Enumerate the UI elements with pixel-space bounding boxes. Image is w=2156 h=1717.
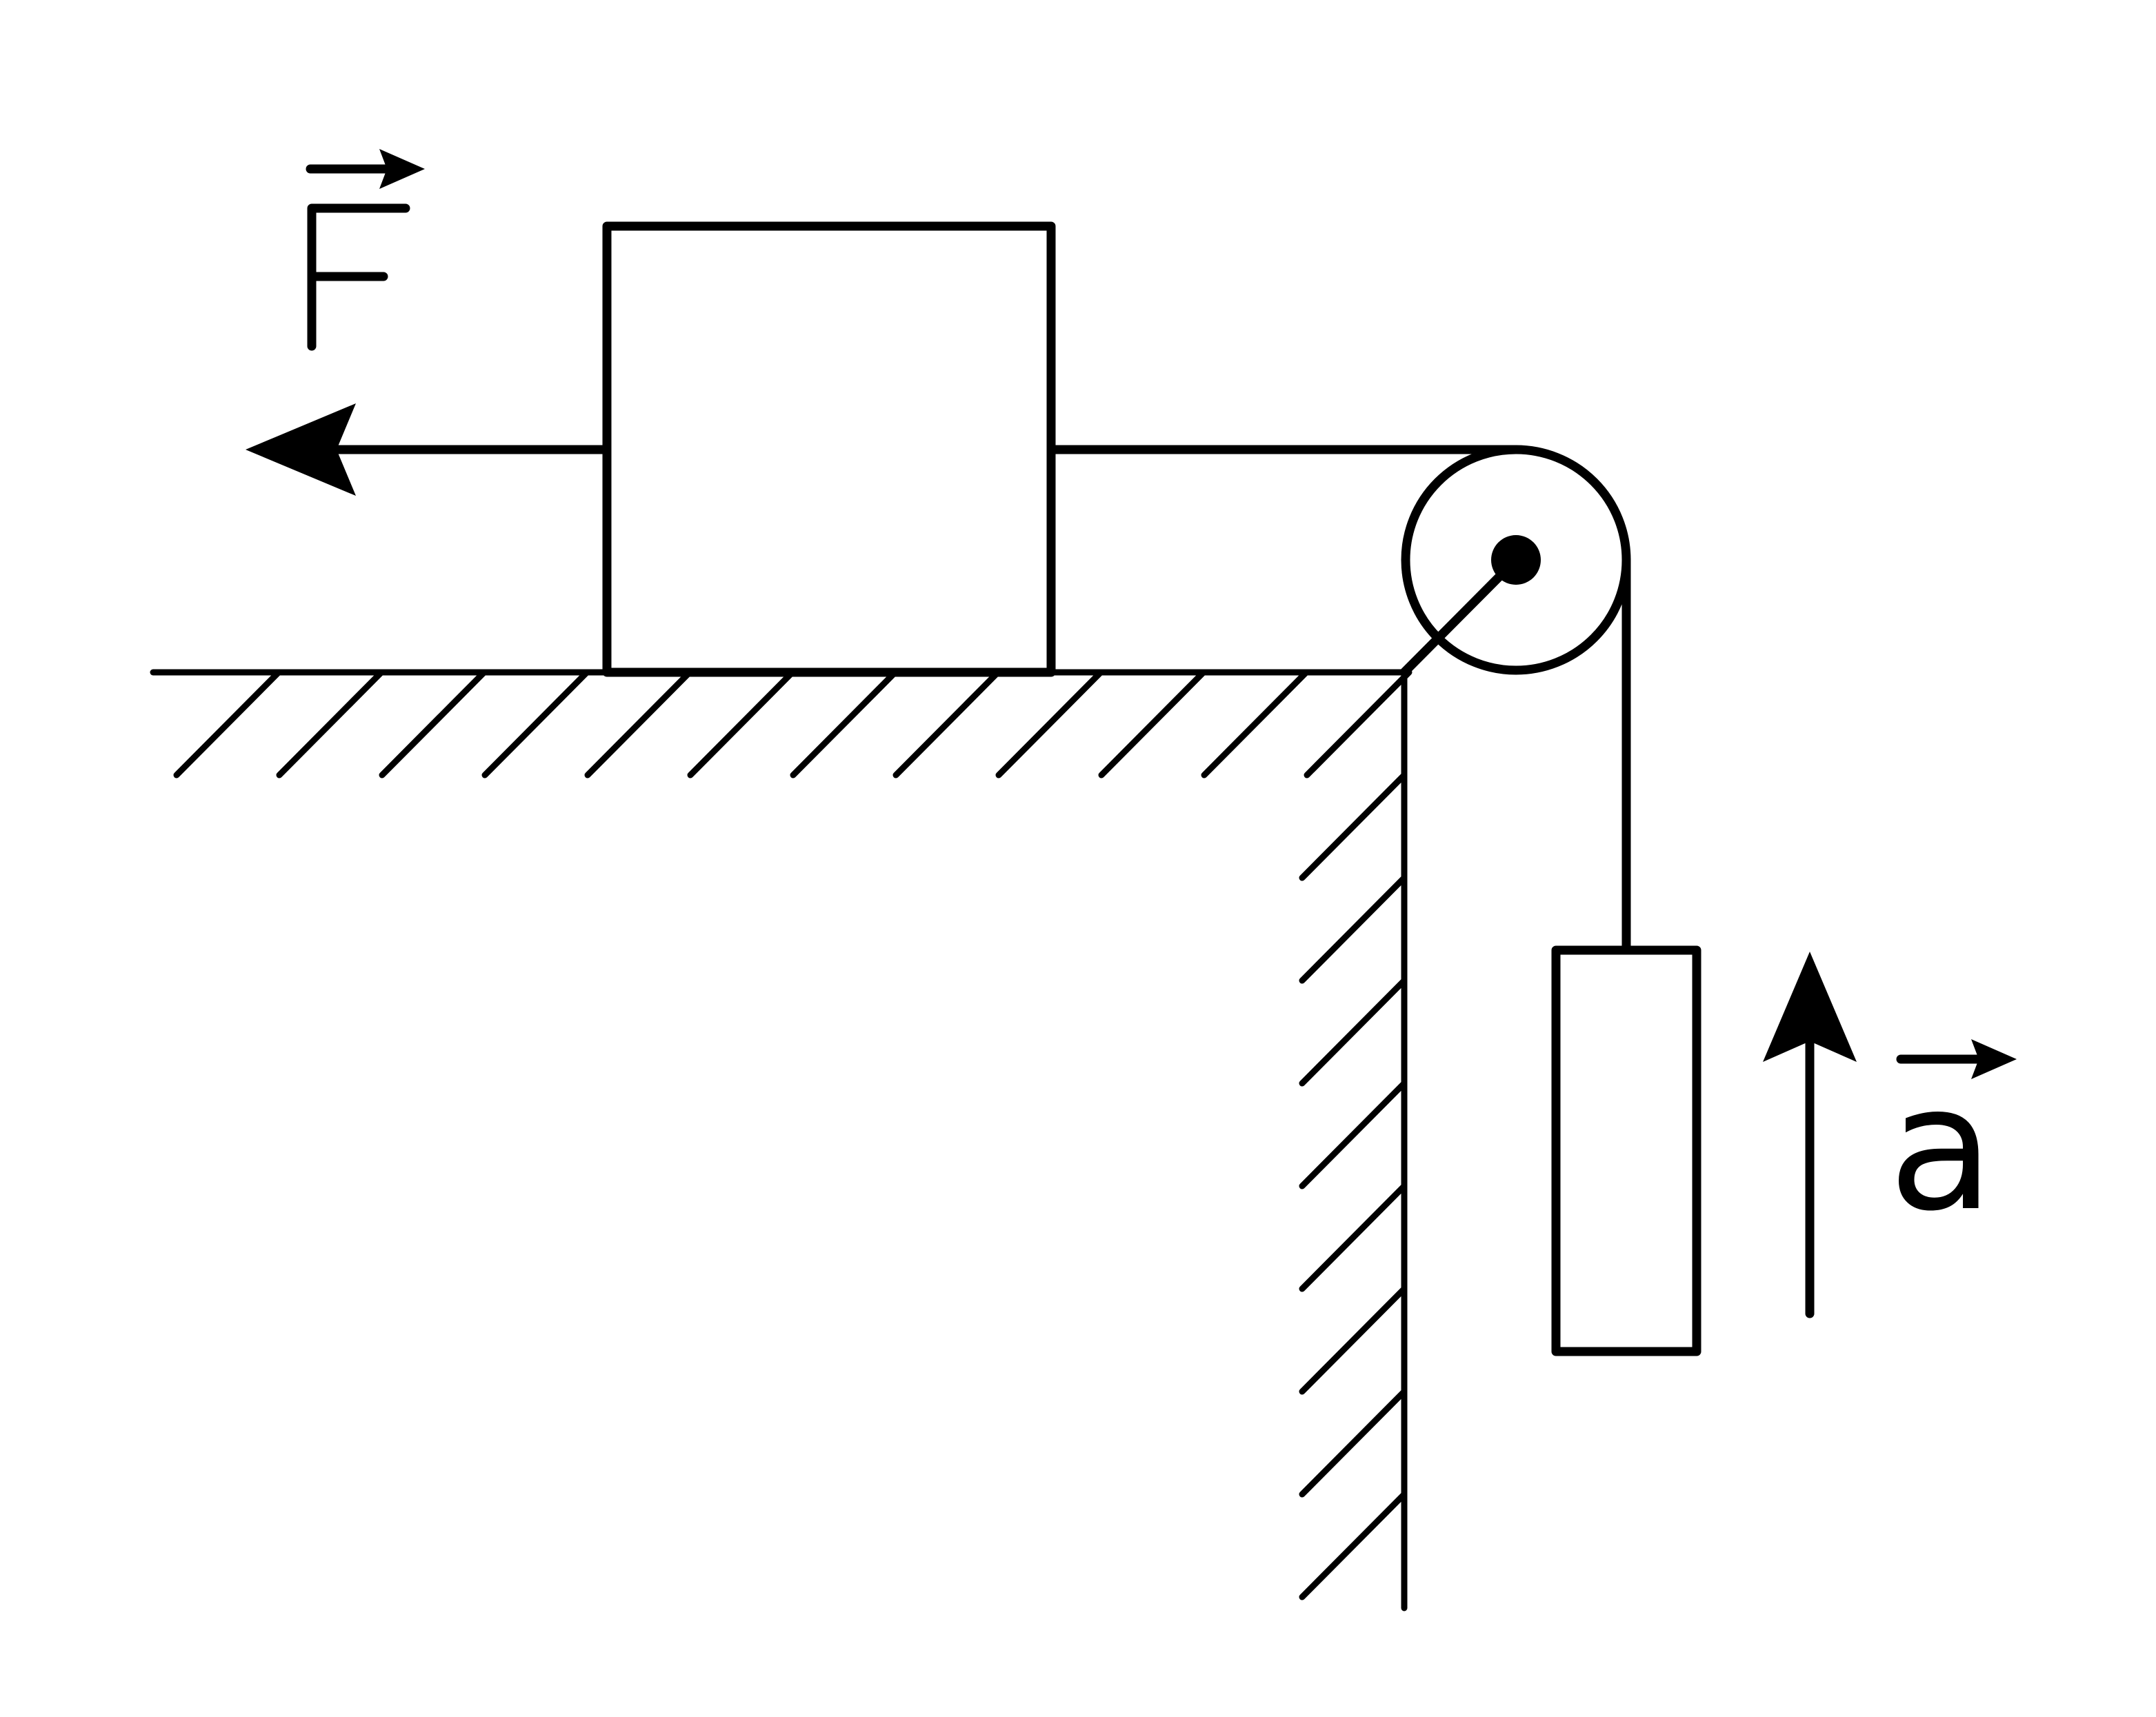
pulley-axle xyxy=(1491,535,1541,585)
hatch-line xyxy=(1304,669,1413,779)
force-arrow xyxy=(246,403,609,496)
table-block xyxy=(602,221,1056,677)
hatch-line xyxy=(1098,669,1207,779)
table-edge-hatching xyxy=(1299,772,1408,1600)
hatch-line xyxy=(995,669,1104,779)
hatch-line xyxy=(1299,1491,1408,1600)
hatch-line xyxy=(1299,1183,1408,1292)
hatch-line xyxy=(173,669,282,779)
hatch-line xyxy=(276,669,385,779)
acceleration-vector-arrow xyxy=(1896,1039,2017,1079)
hatch-line xyxy=(584,669,693,779)
hatch-line xyxy=(1299,977,1408,1087)
hatch-line xyxy=(1299,1285,1408,1395)
hatch-line xyxy=(1299,1388,1408,1498)
hatch-line xyxy=(790,669,899,779)
hatch-line xyxy=(892,669,1001,779)
hatch-line xyxy=(379,669,488,779)
force-letter: F xyxy=(312,186,411,387)
table-surface-hatching xyxy=(173,669,1413,779)
hatch-line xyxy=(481,669,590,779)
hatch-line xyxy=(1201,669,1310,779)
acceleration-label: a xyxy=(1888,1039,2017,1249)
hatch-line xyxy=(1299,874,1408,984)
hatch-line xyxy=(1299,772,1408,881)
hatch-line xyxy=(1299,1080,1408,1189)
hatch-line xyxy=(687,669,796,779)
hanging-block xyxy=(1551,945,1701,1356)
force-label xyxy=(306,149,425,351)
pulley-support xyxy=(1399,555,1521,677)
force-vector-arrow xyxy=(306,149,425,189)
acceleration-letter: a xyxy=(1888,1048,1994,1249)
acceleration-arrow xyxy=(1763,952,1857,1318)
